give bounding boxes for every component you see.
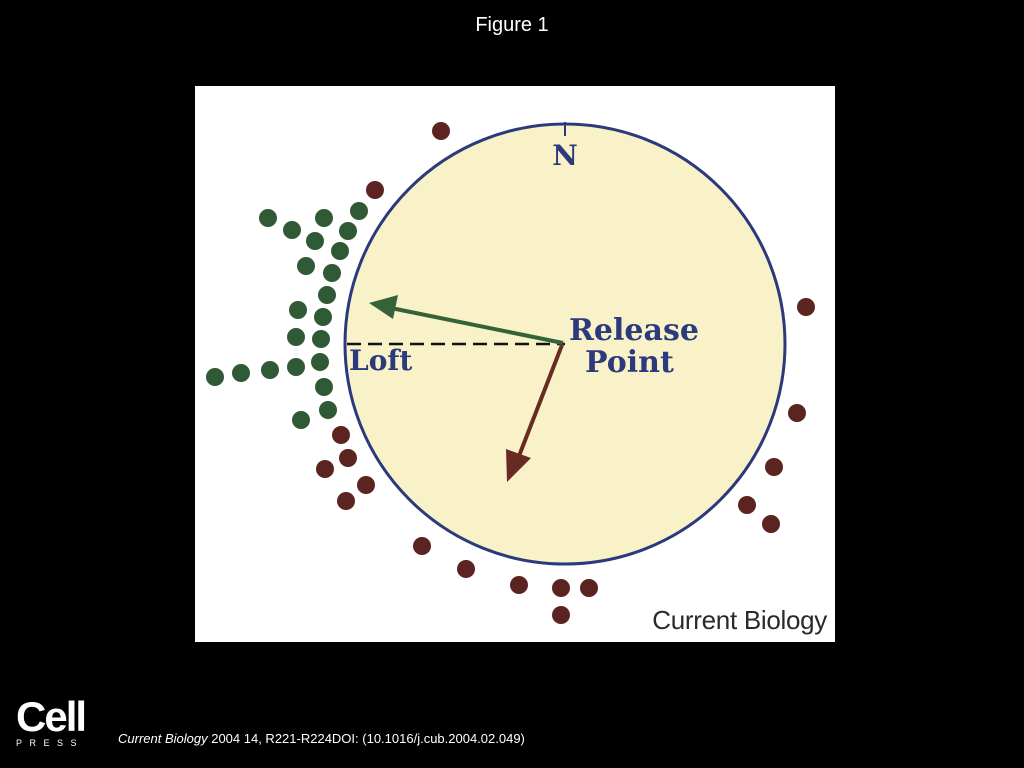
green-dot	[350, 202, 368, 220]
brown-dot	[580, 579, 598, 597]
journal-watermark: Current Biology	[652, 605, 827, 635]
loft-label: Loft	[349, 344, 412, 377]
brown-dot	[552, 579, 570, 597]
brown-dot	[432, 122, 450, 140]
figure-panel: N Loft Release Point	[195, 86, 835, 642]
brown-dot	[339, 449, 357, 467]
green-dot	[314, 308, 332, 326]
figure-title: Figure 1	[475, 14, 549, 36]
brown-dot	[357, 476, 375, 494]
brown-dot	[316, 460, 334, 478]
cell-logo-word: Cell	[16, 693, 87, 740]
brown-dot	[332, 426, 350, 444]
brown-dot	[337, 492, 355, 510]
brown-dot	[738, 496, 756, 514]
green-dot	[297, 257, 315, 275]
citation-details: 2004 14, R221-R224DOI: (10.1016/j.cub.20…	[207, 731, 525, 746]
green-dot	[315, 378, 333, 396]
green-dot	[306, 232, 324, 250]
green-dot	[312, 330, 330, 348]
release-label-line1: Release	[569, 313, 699, 348]
green-dot	[289, 301, 307, 319]
cell-logo-press: PRESS	[16, 738, 85, 748]
citation-journal: Current Biology	[118, 731, 208, 746]
green-dot	[315, 209, 333, 227]
brown-dot	[762, 515, 780, 533]
green-dot	[323, 264, 341, 282]
green-dot	[319, 401, 337, 419]
green-dot	[261, 361, 279, 379]
homing-diagram: N Loft Release Point	[206, 122, 815, 624]
release-label-line2: Point	[585, 345, 674, 380]
green-mean-vector-arrow	[369, 295, 564, 345]
green-dot	[311, 353, 329, 371]
green-dot	[339, 222, 357, 240]
green-dot	[287, 328, 305, 346]
brown-dot	[765, 458, 783, 476]
green-vanishing-bearings	[206, 202, 368, 429]
green-dot	[232, 364, 250, 382]
brown-dot	[788, 404, 806, 422]
brown-vanishing-bearings	[316, 122, 815, 624]
brown-dot	[366, 181, 384, 199]
green-dot	[259, 209, 277, 227]
citation-line: Current Biology 2004 14, R221-R224DOI: (…	[118, 731, 525, 746]
brown-dot	[510, 576, 528, 594]
green-dot	[206, 368, 224, 386]
green-dot	[318, 286, 336, 304]
green-dot	[331, 242, 349, 260]
green-dot	[287, 358, 305, 376]
cell-press-logo: Cell PRESS	[16, 693, 87, 749]
brown-dot	[413, 537, 431, 555]
green-dot	[292, 411, 310, 429]
brown-dot	[457, 560, 475, 578]
brown-mean-vector-arrow	[506, 344, 564, 482]
brown-dot	[552, 606, 570, 624]
brown-dot	[797, 298, 815, 316]
north-label: N	[552, 139, 578, 172]
green-dot	[283, 221, 301, 239]
